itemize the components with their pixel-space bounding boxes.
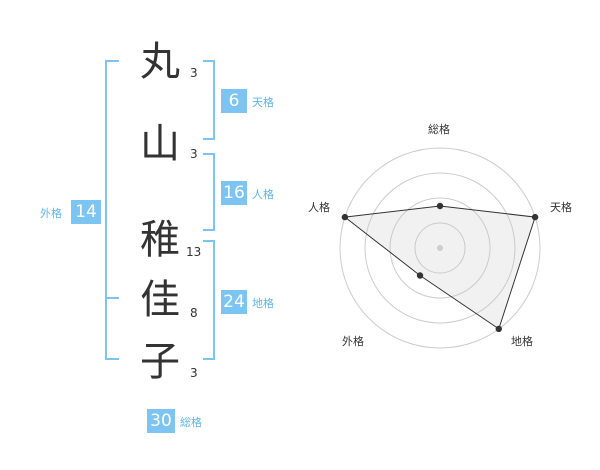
tenkaku-value-box: 6 (221, 89, 247, 113)
jinkaku-bracket (203, 153, 215, 231)
radar-label-chikaku: 地格 (511, 335, 533, 348)
radar-polygon (343, 205, 536, 330)
tenkaku-label: 天格 (252, 96, 274, 109)
radar-point-5 (341, 213, 349, 221)
radar-point-2 (531, 213, 539, 221)
name-character-4: 佳 (140, 277, 180, 323)
name-character-3: 稚 (140, 217, 180, 263)
radar-ring-3 (364, 172, 516, 324)
name-character-5: 子 (140, 339, 180, 385)
soukaku-label: 総格 (180, 416, 202, 429)
radar-point-1 (436, 202, 444, 210)
chikaku-label: 地格 (252, 297, 274, 310)
name-character-1: 丸 (140, 39, 180, 85)
stroke-count-4: 8 (190, 306, 198, 320)
gaikaku-value-box: 14 (71, 200, 101, 224)
radar-center-dot (437, 245, 443, 251)
radar-point-4 (416, 272, 424, 279)
tenkaku-bracket (203, 60, 215, 140)
radar-label-gaikaku: 外格 (342, 335, 364, 348)
stroke-count-3: 13 (186, 245, 202, 259)
radar-label-jinkaku: 人格 (308, 201, 330, 214)
jinkaku-label: 人格 (252, 188, 274, 201)
stroke-count-1: 3 (190, 66, 198, 80)
jinkaku-value-box: 16 (221, 181, 247, 205)
gaikaku-label: 外格 (40, 207, 62, 220)
outer-bracket-tick (105, 297, 119, 299)
radar-ring-2 (389, 197, 491, 299)
radar-ring-4 (339, 147, 541, 349)
chikaku-value-box: 24 (221, 290, 247, 314)
outer-bracket (105, 60, 119, 360)
radar-label-tenkaku: 天格 (550, 201, 572, 214)
stroke-count-2: 3 (190, 147, 198, 161)
radar-label-soukaku: 総格 (428, 123, 450, 136)
chikaku-bracket (203, 240, 215, 360)
stroke-count-5: 3 (190, 366, 198, 380)
name-character-2: 山 (140, 121, 180, 167)
radar-point-3 (495, 325, 502, 333)
radar-ring-1 (414, 222, 466, 274)
soukaku-value-box: 30 (147, 409, 175, 433)
